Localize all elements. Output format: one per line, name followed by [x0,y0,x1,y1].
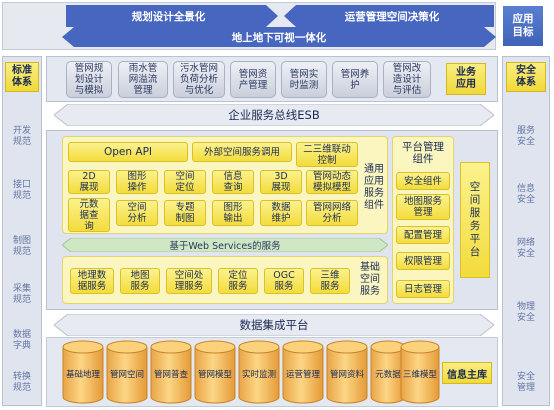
platform-management-block [392,136,454,304]
spatial-processing: 空间处 理服务 [166,268,212,294]
db-pipe-model-label: 管网模型 [197,370,232,380]
spatial-service-platform-label: 空 间 服 务 平 台 [460,162,490,278]
db-metadata-label: 元数据 [375,370,401,380]
security-management: 安全 管理 [516,372,535,393]
security-physical: 物理 安全 [516,302,535,323]
service-thematic-map: 专题 制图 [164,200,206,226]
standards-panel [2,56,42,406]
service-3d-display: 3D 展现 [260,170,302,194]
db-realtime-label: 实时监测 [241,370,276,380]
business-tile-renovation: 管网改 造设计 与评估 [383,61,431,98]
business-label: 业务 应用 [446,63,486,95]
general-services-label: 通用 应用 服务 组件 [364,164,384,211]
db-pipe-docs-label: 管网资料 [329,370,364,380]
service-2d3d-link: 二三维联动 控制 [296,142,358,167]
data-integration-arrow [54,314,494,336]
standards-list: 开发 规范 接口 规范 制图 规范 采集 规范 数据 字典 转换 规范 [2,118,42,398]
arrow-operations-label: 运营管理空间决策化 [344,10,440,23]
service-metadata-query: 元数 据查 询 [68,198,110,232]
service-data-maintain: 数据 维护 [260,200,302,226]
service-2d-display: 2D 展现 [68,170,110,194]
db-3d-model-label: 三维模型 [402,370,437,380]
arrow-visual-integration [62,27,496,47]
db-pipe-spatial: 管网空间 [106,340,148,404]
spatial-ogc: OGC 服务 [264,268,304,294]
db-pipe-survey-label: 管网普查 [153,370,188,380]
arrow-operations [284,5,494,27]
service-info-query: 信息 查询 [212,170,254,194]
db-operations-label: 运营管理 [285,370,320,380]
business-tile-monitoring: 管网实 时监测 [281,61,327,98]
db-metadata: 元数据 [370,340,406,404]
platform-log-mgmt: 日志管理 [396,280,450,298]
esb-arrow [54,104,494,126]
db-pipe-spatial-label: 管网空间 [109,370,144,380]
spatial-map-service: 地图 服务 [120,268,160,294]
main-database-label: 信息主库 [442,362,492,384]
standard-interface: 接口 规范 [12,180,31,201]
web-services-label: 基于Web Services的服务 [169,241,281,252]
service-graphic-ops: 图形 操作 [116,170,158,194]
data-integration-label: 数据集成平台 [239,318,309,332]
esb-label: 企业服务总线ESB [228,108,320,122]
db-pipe-model: 管网模型 [194,340,236,404]
security-list: 服务 安全 信息 安全 网络 安全 物理 安全 安全 管理 [502,118,550,398]
business-tile-asset: 管网资 产管理 [230,61,276,98]
standard-collection: 采集 规范 [12,284,31,305]
spatial-3d: 三维 服务 [310,268,350,294]
standards-header: 标准 体系 [5,62,39,92]
service-open-api: Open API [68,142,188,162]
security-service: 服务 安全 [516,126,535,147]
security-header: 安全 体系 [506,62,546,92]
standard-mapping: 制图 规范 [12,236,31,257]
platform-security-component: 安全组件 [396,172,450,190]
service-graphic-output: 图形 输出 [212,200,254,226]
platform-map-service-mgmt: 地图服务 管理 [396,194,450,220]
platform-permission-mgmt: 权限管理 [396,252,450,270]
business-tiles: 管网规 划设计 与模拟 雨水管 网溢流 管理 污水管网 负荷分析 与优化 管网资… [66,61,432,99]
security-network: 网络 安全 [516,238,535,259]
basic-spatial-label: 基础 空间 服务 [360,262,380,297]
arrow-visual-integration-label: 地上地下可视一体化 [231,31,327,44]
security-info: 信息 安全 [516,184,535,205]
goal-label: 应用 目标 [503,6,543,46]
service-dynamic-sim: 管网动态 模拟模型 [306,170,358,194]
arrow-planning [66,5,278,27]
security-panel [502,56,550,406]
service-external-spatial: 外部空间服务调用 [192,142,292,162]
standard-develop: 开发 规范 [12,126,31,147]
standard-conversion: 转换 规范 [12,372,31,393]
db-basic-geo-label: 基础地理 [65,370,100,380]
standard-dictionary: 数据 字典 [12,330,31,351]
platform-config-mgmt: 配置管理 [396,226,450,244]
spatial-location: 定位 服务 [218,268,258,294]
service-spatial-locate: 空间 定位 [164,170,206,194]
db-pipe-survey: 管网普查 [150,340,192,404]
arrow-planning-label: 规划设计全景化 [131,10,206,23]
db-basic-geo: 基础地理 [62,340,104,404]
business-tile-sewage-load: 污水管网 负荷分析 与优化 [173,61,225,98]
service-network-analysis: 管网网络 分析 [306,200,358,226]
db-realtime: 实时监测 [238,340,280,404]
platform-management-header: 平台管理 组件 [402,141,444,165]
business-tile-maintenance: 管网养 护 [332,61,378,98]
db-pipe-docs: 管网资料 [326,340,368,404]
web-services-arrow [62,238,388,252]
business-tile-rain-overflow: 雨水管 网溢流 管理 [118,61,168,98]
spatial-geo-data: 地理数 据服务 [70,268,114,294]
db-operations: 运营管理 [282,340,324,404]
db-3d-model: 三维模型 [400,340,440,404]
business-tile-planning: 管网规 划设计 与模拟 [66,61,112,98]
service-spatial-analysis: 空间 分析 [116,200,158,226]
